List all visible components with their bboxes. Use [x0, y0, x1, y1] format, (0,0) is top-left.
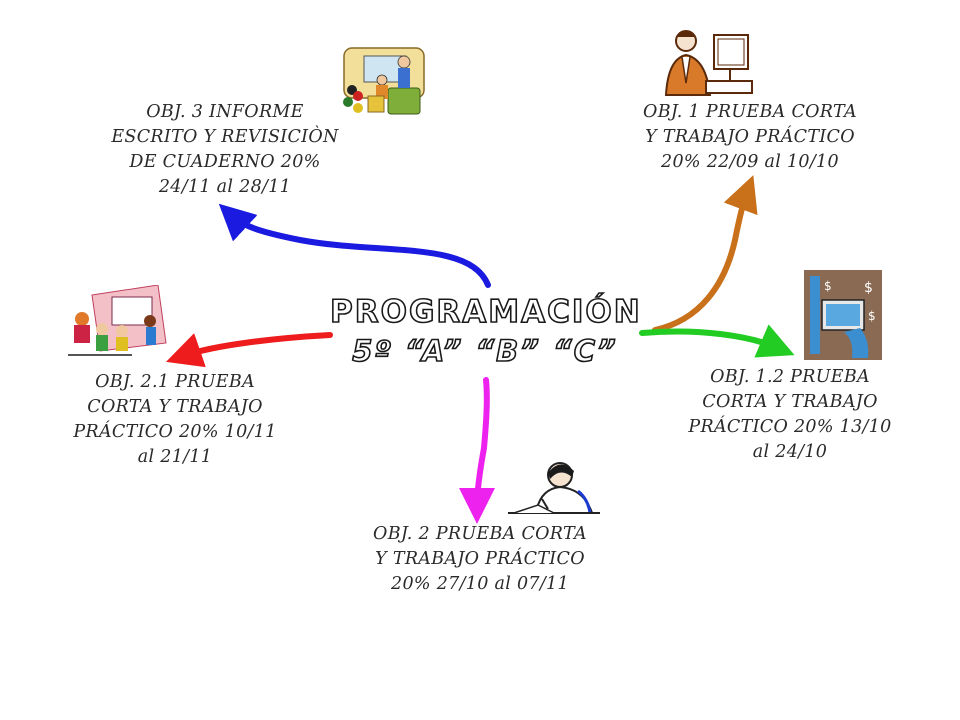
node-obj2-line: OBJ. 2 PRUEBA CORTA [373, 524, 587, 544]
node-obj3-line: 24/11 al 28/11 [158, 177, 292, 197]
arrow-to-obj1 [652, 175, 758, 333]
center-title-line1: PROGRAMACIÓN [329, 293, 642, 331]
node-obj1: OBJ. 1 PRUEBA CORTA Y TRABAJO PRÁCTICO 2… [595, 100, 905, 175]
node-obj1-line: 20% 22/09 al 10/10 [661, 152, 839, 172]
node-obj12-line: al 24/10 [752, 442, 828, 462]
node-obj21-line: PRÁCTICO 20% 10/11 [73, 422, 277, 442]
arrow-to-obj21 [165, 332, 333, 368]
svg-text:$: $ [824, 279, 832, 293]
node-obj12-line: OBJ. 1.2 PRUEBA [710, 367, 870, 387]
office-worker-clipart-icon [664, 30, 753, 96]
student-writing-clipart-icon [508, 462, 600, 514]
node-obj1-line: OBJ. 1 PRUEBA CORTA [643, 102, 857, 122]
node-obj2: OBJ. 2 PRUEBA CORTA Y TRABAJO PRÁCTICO 2… [320, 522, 640, 597]
node-obj12: OBJ. 1.2 PRUEBA CORTA Y TRABAJO PRÁCTICO… [635, 365, 945, 465]
svg-text:$: $ [868, 309, 876, 323]
node-obj21-line: OBJ. 2.1 PRUEBA [95, 372, 255, 392]
center-title: PROGRAMACIÓN 5º “A” “B” “C” [329, 292, 642, 370]
node-obj3-line: ESCRITO Y REVISICIÒN [111, 127, 339, 147]
node-obj3-line: OBJ. 3 INFORME [146, 102, 304, 122]
center-title-line2: 5º “A” “B” “C” [351, 333, 618, 369]
node-obj3-line: DE CUADERNO 20% [129, 152, 321, 172]
node-obj21-line: al 21/11 [137, 447, 213, 467]
svg-text:$: $ [864, 280, 873, 296]
arrow-to-obj12 [639, 324, 795, 358]
node-obj21-line: CORTA Y TRABAJO [87, 397, 263, 417]
node-obj2-line: Y TRABAJO PRÁCTICO [375, 549, 585, 569]
arrow-to-obj2 [459, 377, 496, 524]
node-obj2-line: 20% 27/10 al 07/11 [391, 574, 569, 594]
computer-money-clipart-icon: $ $ $ [804, 270, 882, 360]
node-obj1-line: Y TRABAJO PRÁCTICO [645, 127, 855, 147]
node-obj21: OBJ. 2.1 PRUEBA CORTA Y TRABAJO PRÁCTICO… [20, 370, 330, 470]
classroom-clipart-icon [343, 47, 425, 115]
node-obj3: OBJ. 3 INFORME ESCRITO Y REVISICIÒN DE C… [70, 100, 380, 200]
teacher-students-clipart-icon [68, 285, 167, 356]
node-obj12-line: PRÁCTICO 20% 13/10 [688, 417, 892, 437]
node-obj12-line: CORTA Y TRABAJO [702, 392, 878, 412]
arrow-to-obj3 [218, 203, 491, 288]
